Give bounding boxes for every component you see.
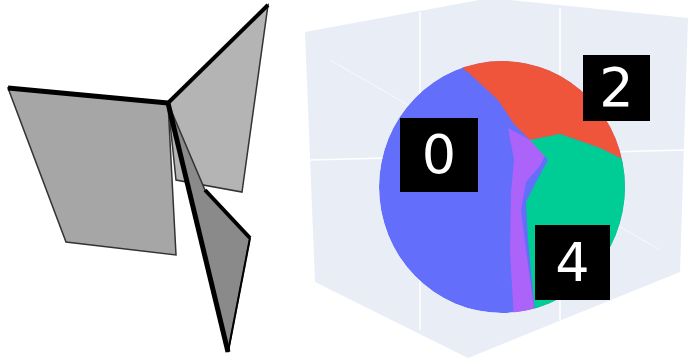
decision-disk	[379, 40, 640, 320]
digit-label: 0	[422, 128, 456, 182]
digit-label: 2	[599, 61, 633, 115]
scene-pane	[305, 0, 688, 358]
digit-image: 0	[400, 118, 478, 192]
plane-left	[8, 88, 176, 255]
plane-edge	[168, 5, 268, 103]
plane-edge	[205, 190, 250, 238]
scene-background	[305, 0, 688, 358]
half-planes	[8, 5, 268, 352]
plane-edge	[228, 238, 250, 352]
plane-front	[168, 103, 250, 352]
common-edge	[168, 103, 228, 352]
digit-label: 4	[555, 236, 589, 290]
plane-edge	[8, 88, 168, 103]
digit-image: 2	[583, 55, 650, 121]
digit-image: 4	[535, 225, 610, 300]
region-green	[526, 134, 640, 320]
